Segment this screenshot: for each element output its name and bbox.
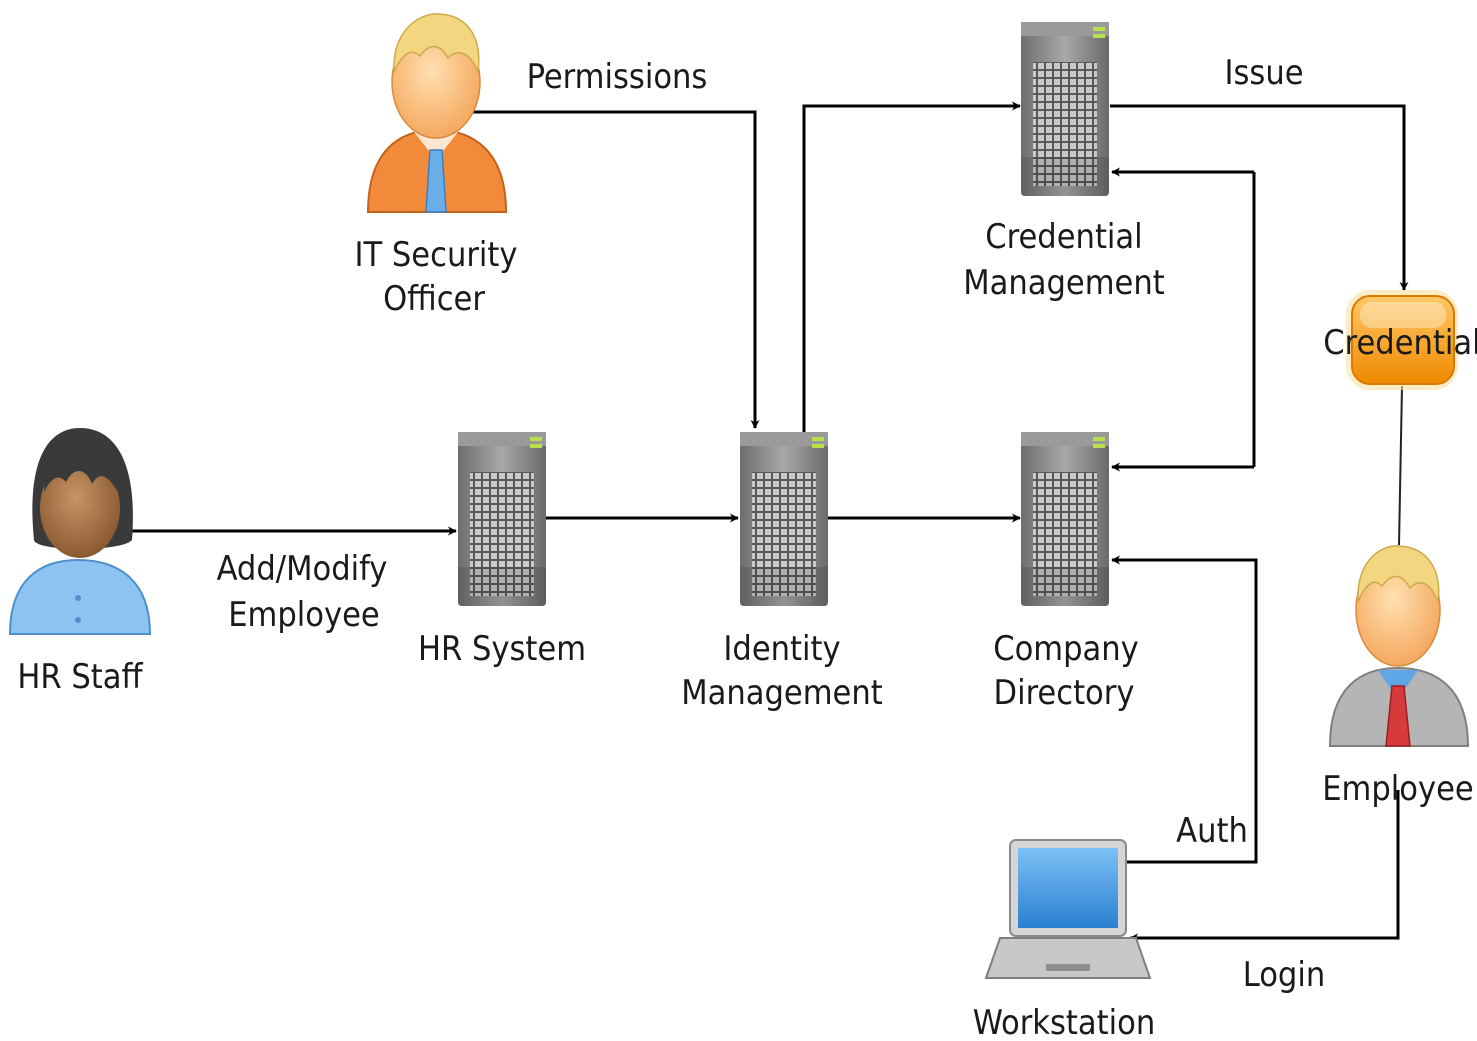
identity-label-line2: Management — [681, 673, 883, 713]
edge-label-permissions: Permissions — [527, 57, 708, 97]
edge-workstation-auth — [1111, 555, 1258, 864]
edge-credential-mgmt-issue — [1110, 104, 1409, 291]
server-company-directory-icon — [1021, 432, 1109, 606]
edge-officer-permissions — [470, 110, 760, 429]
it-officer-label-line2: Officer — [383, 279, 485, 319]
credential-mgmt-label-line2: Management — [963, 263, 1165, 303]
credential-label: Credential — [1323, 323, 1477, 363]
server-identity-management-icon — [740, 432, 828, 606]
edge-identity-to-credential-mgmt — [802, 101, 1021, 432]
it-officer-label-line1: IT Security — [354, 235, 517, 275]
server-hr-system-icon — [458, 432, 546, 606]
edge-employee-login — [1129, 790, 1400, 943]
company-dir-label-line2: Directory — [994, 673, 1135, 713]
company-dir-label-line1: Company — [993, 629, 1139, 669]
employee-icon — [1328, 545, 1470, 747]
credential-mgmt-label-line1: Credential — [985, 217, 1142, 257]
link-credential-employee — [1398, 385, 1403, 546]
server-credential-management-icon — [1021, 22, 1109, 196]
hr-staff-icon — [8, 428, 152, 635]
edge-label-auth: Auth — [1176, 811, 1248, 851]
workstation-label: Workstation — [973, 1003, 1156, 1041]
hr-staff-label: HR Staff — [17, 657, 143, 697]
hr-system-label: HR System — [418, 629, 586, 669]
it-security-officer-icon — [366, 13, 508, 213]
edge-label-login: Login — [1243, 955, 1325, 995]
edge-label-issue: Issue — [1224, 53, 1303, 93]
workstation-laptop-icon — [984, 839, 1152, 979]
employee-label: Employee — [1322, 769, 1474, 809]
edge-label-add-modify-line1: Add/Modify — [217, 549, 388, 589]
edge-label-add-modify-line2: Employee — [228, 595, 380, 635]
identity-label-line1: Identity — [723, 629, 840, 669]
credential-token-icon — [1346, 290, 1458, 390]
